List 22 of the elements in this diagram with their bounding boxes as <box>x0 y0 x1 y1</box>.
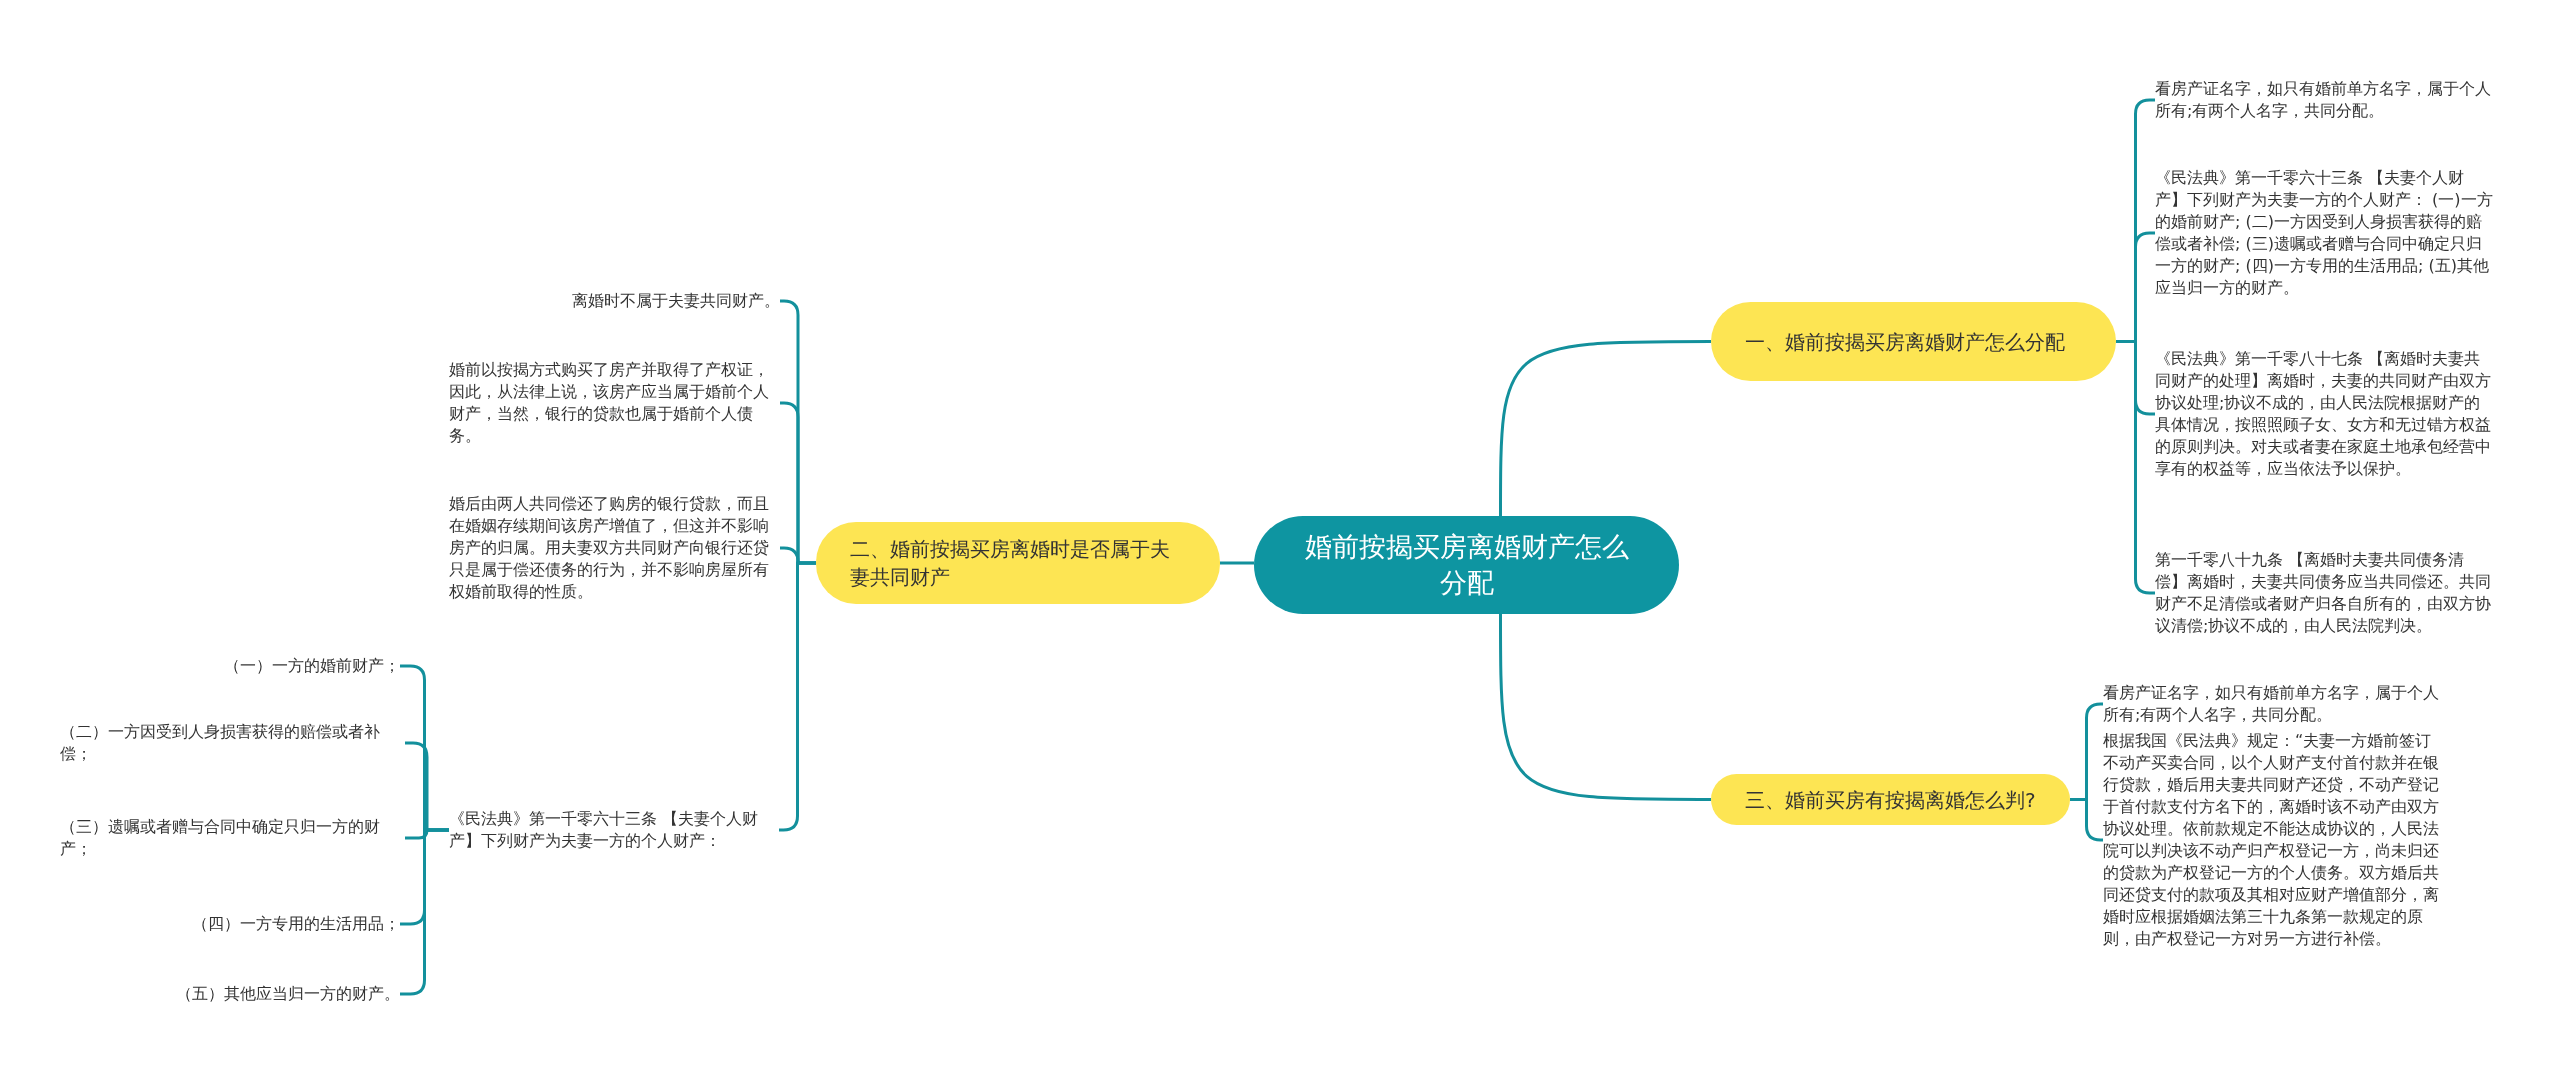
note-text: 《民法典》第一千零八十七条 【离婚时夫妻共同财产的处理】离婚时，夫妻的共同财产由双方协议处理;协议不成的，由人民法院根据财产的具体情况，按照照顾子女、女方和无过错方权益的原则判决。对夫或者妻在家庭土地承包经营中享有的权益等，应当依法予以保护。 <box>2155 348 2495 480</box>
note-text: 根据我国《民法典》规定：“夫妻一方婚前签订不动产买卖合同，以个人财产支付首付款并在银行贷款，婚后用夫妻共同财产还贷，不动产登记于首付款支付方名下的，离婚时该不动产由双方协议处理。依前款规定不能达成协议的，人民法院可以判决该不动产归产权登记一方，尚未归还的贷款为产权登记一方的个人债务。双方婚后共同还贷支付的款项及其相对应财产增值部分，离婚时应根据婚姻法第三十九条第一款规定的原则，由产权登记一方对另一方进行补偿。 <box>2103 730 2443 950</box>
note-text: 婚后由两人共同偿还了购房的银行贷款，而且在婚姻存续期间该房产增值了，但这并不影响房产的归属。用夫妻双方共同财产向银行还贷只是属于偿还债务的行为，并不影响房屋所有权婚前取得的性质。 <box>449 493 780 603</box>
topic-box: 一、婚前按揭买房离婚财产怎么分配 <box>1711 302 2116 381</box>
note-text: 离婚时不属于夫妻共同财产。 <box>449 290 780 312</box>
note-text: （三）遗嘱或者赠与合同中确定只归一方的财产； <box>60 816 405 860</box>
topic-box: 二、婚前按揭买房离婚时是否属于夫妻共同财产 <box>816 522 1220 604</box>
note-text: 看房产证名字，如只有婚前单方名字，属于个人所有;有两个人名字，共同分配。 <box>2103 682 2443 726</box>
connector-line <box>1220 561 1254 565</box>
note-text: 第一千零八十九条 【离婚时夫妻共同债务清偿】离婚时，夫妻共同债务应当共同偿还。共同财产不足清偿或者财产归各自所有的，由双方协议清偿;协议不成的，由人民法院判决。 <box>2155 549 2495 637</box>
note-text: （二）一方因受到人身损害获得的赔偿或者补偿； <box>60 721 405 765</box>
central-topic: 婚前按揭买房离婚财产怎么分配 <box>1254 516 1679 614</box>
note-text: （一）一方的婚前财产； <box>60 655 400 677</box>
connector-line <box>1499 614 1711 801</box>
note-text: 《民法典》第一千零六十三条 【夫妻个人财产】下列财产为夫妻一方的个人财产： <box>449 808 779 852</box>
note-text: （五）其他应当归一方的财产。 <box>60 983 400 1005</box>
note-text: （四）一方专用的生活用品； <box>60 913 400 935</box>
note-text: 《民法典》第一千零六十三条 【夫妻个人财产】下列财产为夫妻一方的个人财产： (一)一方的婚前财产; (二)一方因受到人身损害获得的赔偿或者补偿; (三)遗嘱或者赠与合同中确定只归一方的财产; (四)一方专用的生活用品; (五)其他应当归一方的财产。 <box>2155 167 2495 299</box>
connector-line <box>1499 340 1711 516</box>
topic-box: 三、婚前买房有按揭离婚怎么判? <box>1711 774 2070 825</box>
note-text: 看房产证名字，如只有婚前单方名字，属于个人所有;有两个人名字，共同分配。 <box>2155 78 2495 122</box>
note-text: 婚前以按揭方式购买了房产并取得了产权证，因此，从法律上说，该房产应当属于婚前个人财产，当然，银行的贷款也属于婚前个人债务。 <box>449 359 780 447</box>
